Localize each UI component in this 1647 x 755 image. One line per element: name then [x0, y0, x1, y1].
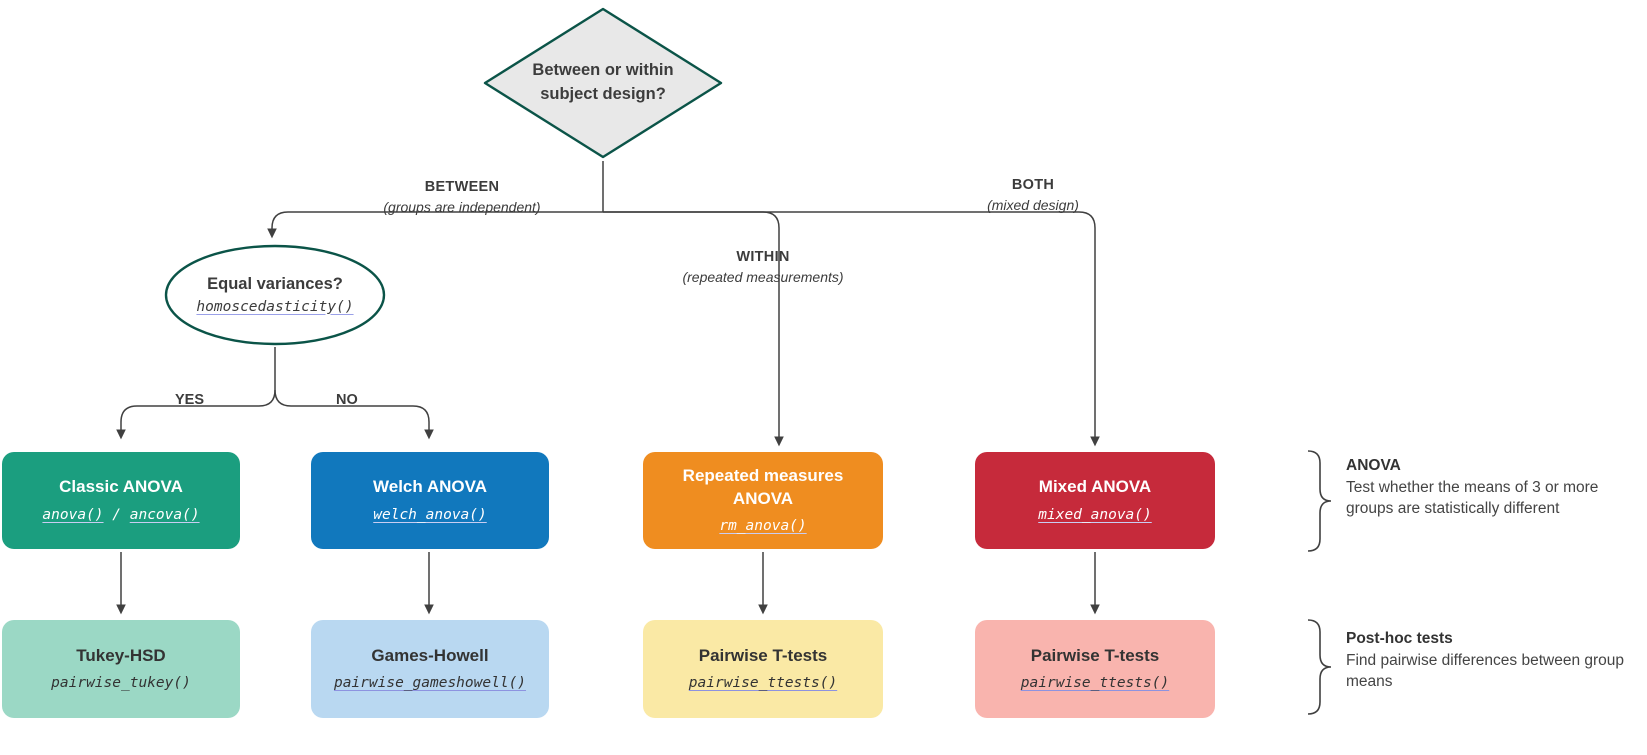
annotation-anova: ANOVA Test whether the means of 3 or mor… — [1346, 455, 1646, 520]
edge-both-upper — [603, 211, 1096, 245]
node-pairwise-ttests-mixed[interactable]: Pairwise T-tests pairwise_ttests() — [975, 620, 1215, 718]
welch-anova-link[interactable]: welch_anova() — [373, 506, 487, 523]
node-tukey-hsd[interactable]: Tukey-HSD pairwise_tukey() — [2, 620, 240, 718]
mixed-anova-code[interactable]: mixed_anova() — [1038, 506, 1152, 525]
mixed-anova-title: Mixed ANOVA — [1038, 477, 1152, 497]
edge-label-both-main: BOTH — [1011, 177, 1055, 193]
node-decision-diamond[interactable]: Between or within subject design? — [480, 4, 726, 162]
welch-anova-code[interactable]: welch_anova() — [373, 506, 487, 525]
node-repeated-measures-anova[interactable]: Repeated measures ANOVA rm_anova() — [643, 452, 883, 549]
ancova-link[interactable]: ancova() — [129, 506, 200, 523]
edge-label-between-main: BETWEEN — [424, 179, 500, 195]
diamond-shape — [483, 7, 723, 159]
edge-label-within: WITHIN (repeated measurements) — [633, 248, 893, 286]
edge-label-between: BETWEEN (groups are independent) — [332, 178, 592, 216]
repeated-measures-anova-title: Repeated measures ANOVA — [682, 466, 844, 508]
annotation-posthoc-body: Find pairwise differences between group … — [1346, 652, 1625, 691]
edge-label-between-sub: (groups are independent) — [383, 198, 541, 215]
homoscedasticity-link[interactable]: homoscedasticity() — [196, 298, 354, 315]
pairwise-ttests-mixed-title: Pairwise T-tests — [1030, 645, 1160, 665]
anova-link[interactable]: anova() — [42, 506, 104, 523]
pairwise-ttests-mixed-code[interactable]: pairwise_ttests() — [1021, 674, 1169, 693]
pairwise-ttests-within-title: Pairwise T-tests — [698, 645, 828, 665]
tukey-hsd-code[interactable]: pairwise_tukey() — [51, 674, 191, 693]
repeated-measures-anova-code[interactable]: rm_anova() — [719, 517, 806, 536]
pairwise-tukey-link[interactable]: pairwise_tukey() — [51, 675, 191, 692]
decision-line-1: Between or within — [532, 61, 674, 80]
classic-anova-title: Classic ANOVA — [59, 477, 183, 497]
brace-anova — [1307, 450, 1332, 552]
edge-label-within-main: WITHIN — [736, 249, 790, 265]
tukey-hsd-title: Tukey-HSD — [76, 645, 166, 665]
decision-diamond-label: Between or within subject design? — [480, 4, 726, 162]
ellipse-shape — [164, 244, 386, 346]
rm-anova-link[interactable]: rm_anova() — [719, 518, 807, 535]
pairwise-ttests-link-mixed[interactable]: pairwise_ttests() — [1020, 675, 1170, 692]
node-classic-anova[interactable]: Classic ANOVA anova() / ancova() — [2, 452, 240, 549]
brace-posthoc — [1307, 619, 1332, 715]
node-games-howell[interactable]: Games-Howell pairwise_gameshowell() — [311, 620, 549, 718]
decision-line-2: subject design? — [540, 85, 666, 103]
mixed-anova-link[interactable]: mixed_anova() — [1038, 506, 1152, 523]
games-howell-code[interactable]: pairwise_gameshowell() — [334, 674, 526, 693]
annotation-posthoc: Post-hoc tests Find pairwise differences… — [1346, 628, 1646, 693]
classic-anova-code[interactable]: anova() / ancova() — [42, 506, 199, 525]
edge-label-both: BOTH (mixed design) — [903, 176, 1163, 214]
pairwise-ttests-link-within[interactable]: pairwise_ttests() — [688, 675, 838, 692]
edge-within-hook — [603, 212, 779, 236]
welch-anova-title: Welch ANOVA — [373, 477, 487, 497]
annotation-posthoc-title: Post-hoc tests — [1346, 630, 1453, 647]
node-pairwise-ttests-within[interactable]: Pairwise T-tests pairwise_ttests() — [643, 620, 883, 718]
edge-within-upper — [603, 211, 780, 245]
annotation-anova-body: Test whether the means of 3 or more grou… — [1346, 479, 1599, 518]
edge-label-no: NO — [336, 392, 358, 408]
games-howell-title: Games-Howell — [371, 645, 489, 665]
node-mixed-anova[interactable]: Mixed ANOVA mixed_anova() — [975, 452, 1215, 549]
equal-variances-title: Equal variances? — [207, 274, 343, 293]
pairwise-ttests-within-code[interactable]: pairwise_ttests() — [689, 674, 837, 693]
edge-label-both-sub: (mixed design) — [987, 196, 1079, 213]
code-separator: / — [103, 506, 130, 523]
annotation-anova-title: ANOVA — [1346, 457, 1401, 474]
edge-label-yes: YES — [175, 392, 205, 408]
pairwise-gameshowell-link[interactable]: pairwise_gameshowell() — [333, 675, 527, 692]
equal-variances-label: Equal variances? homoscedasticity() — [164, 244, 386, 346]
node-equal-variances[interactable]: Equal variances? homoscedasticity() — [164, 244, 386, 346]
edge-label-within-sub: (repeated measurements) — [682, 268, 844, 285]
node-welch-anova[interactable]: Welch ANOVA welch_anova() — [311, 452, 549, 549]
